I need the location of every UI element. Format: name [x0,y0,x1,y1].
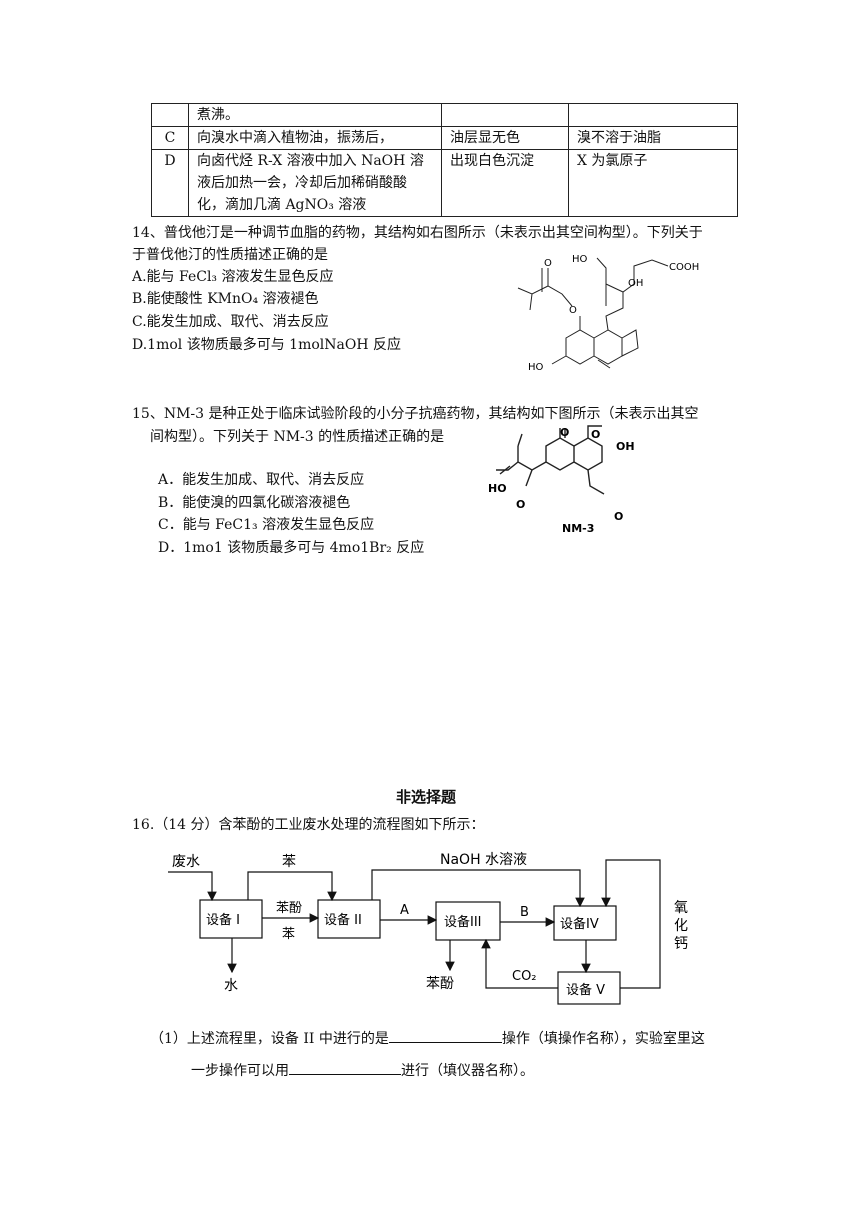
table-row: D 向卤代烃 R-X 溶液中加入 NaOH 溶 液后加热一会，冷却后加稀硝酸酸 … [151,149,738,217]
operation-line: 化，滴加几滴 AgNO₃ 溶液 [197,197,367,213]
row-phenomenon: 出现白色沉淀 [441,149,569,217]
label-ho-bottom: HO [528,362,544,373]
label-o-ether: O [614,510,623,523]
row-operation: 向溴水中滴入植物油，振荡后， [188,126,442,150]
label-phenol-out: 苯酚 [426,975,454,992]
q16-sub1-text: （1）上述流程里，设备 II 中进行的是 [150,1031,389,1047]
label-cao-2: 化 [674,918,688,934]
q14-option-a: A.能与 FeCl₃ 溶液发生显色反应 [132,269,334,285]
label-phenol-mid: 苯酚 [276,901,302,916]
row-label [151,103,189,127]
experiment-table: 煮沸。 C 向溴水中滴入植物油，振荡后， 油层显无色 溴不溶于油脂 D 向卤代烃… [151,103,738,217]
label-benzene-mid: 苯 [282,927,295,942]
label-ho: HO [572,254,588,265]
q15-option-b: B．能使溴的四氯化碳溶液褪色 [158,495,351,511]
row-label: C [151,126,189,150]
operation-line: 液后加热一会，冷却后加稀硝酸酸 [197,175,407,191]
nm3-structure: O O OH HO O O NM-3 [488,425,635,535]
equipment-5: 设备 V [566,982,605,998]
q16-sub1-text: 一步操作可以用 [191,1063,289,1079]
row-label: D [151,149,189,217]
section-title: 非选择题 [396,788,457,806]
label-benzene-in: 苯 [282,853,296,870]
q14-option-c: C.能发生加成、取代、消去反应 [132,314,329,330]
operation-line: 向卤代烃 R-X 溶液中加入 NaOH 溶 [197,153,424,169]
label-naoh: NaOH 水溶液 [440,852,527,868]
equipment-1: 设备 I [206,912,240,928]
label-cao-3: 钙 [674,936,688,952]
q15-option-d: D．1mo1 该物质最多可与 4mo1Br₂ 反应 [158,540,425,556]
q14-stem-line2: 于普伐他汀的性质描述正确的是 [132,247,328,263]
q15-option-a: A．能发生加成、取代、消去反应 [158,472,365,488]
label-co2: CO₂ [512,969,537,984]
label-cooh: COOH [669,262,699,273]
label-cao-1: 氧 [674,900,688,916]
row-operation: 煮沸。 [188,103,442,127]
q14-option-d: D.1mol 该物质最多可与 1molNaOH 反应 [132,337,401,353]
pravastatin-structure: HO COOH OH O O HO [517,254,699,373]
q15-stem-line1: 15、NM-3 是种正处于临床试验阶段的小分子抗癌药物，其结构如下图所示（未表示… [132,406,699,422]
q16-stem: 16.（14 分）含苯酚的工业废水处理的流程图如下所示： [132,817,485,833]
row-conclusion: X 为氯原子 [568,149,738,217]
label-o-acid: O [516,498,525,511]
row-phenomenon: 油层显无色 [441,126,569,150]
label-oh: OH [628,278,643,289]
q16-sub1-line1: （1）上述流程里，设备 II 中进行的是 操作（填操作名称），实验室里这 [150,1027,705,1050]
process-flow-diagram: 废水 苯 NaOH 水溶液 设备 I 设备 II 设备III 设备IV 设备 V… [168,852,688,1005]
label-o-ring: O [560,426,569,439]
row-conclusion [568,103,738,127]
label-o: O [569,305,577,316]
label-water: 水 [224,978,238,994]
q15-option-c: C．能与 FeC1₃ 溶液发生显色反应 [158,517,375,533]
table-row: 煮沸。 [151,103,738,127]
equipment-3: 设备III [444,914,482,930]
q14-option-b: B.能使酸性 KMnO₄ 溶液褪色 [132,291,319,307]
label-b: B [520,905,529,920]
label-oh: OH [616,440,635,453]
q15-stem-line2: 间构型）。下列关于 NM-3 的性质描述正确的是 [150,429,445,445]
row-operation: 向卤代烃 R-X 溶液中加入 NaOH 溶 液后加热一会，冷却后加稀硝酸酸 化，… [188,149,442,217]
answer-blank-operation[interactable] [388,1027,502,1043]
q16-sub1-text: 操作（填操作名称），实验室里这 [501,1031,705,1047]
equipment-4: 设备IV [560,916,599,932]
label-wastewater: 废水 [172,854,200,870]
answer-blank-instrument[interactable] [289,1059,401,1075]
q16-sub1-text: 进行（填仪器名称）。 [401,1063,534,1079]
row-phenomenon [441,103,569,127]
label-o-keto: O [591,428,600,441]
row-conclusion: 溴不溶于油脂 [568,126,738,150]
label-o: O [544,258,552,269]
q16-sub1-line2: 一步操作可以用 进行（填仪器名称）。 [191,1059,534,1082]
equipment-2: 设备 II [324,912,362,928]
equipment-1-box [199,899,263,939]
table-row: C 向溴水中滴入植物油，振荡后， 油层显无色 溴不溶于油脂 [151,126,738,150]
q14-stem-line1: 14、普伐他汀是一种调节血脂的药物，其结构如右图所示（未表示出其空间构型）。下列… [132,225,703,241]
label-a: A [400,903,409,918]
label-nm3: NM-3 [562,522,594,535]
label-ho: HO [488,482,507,495]
